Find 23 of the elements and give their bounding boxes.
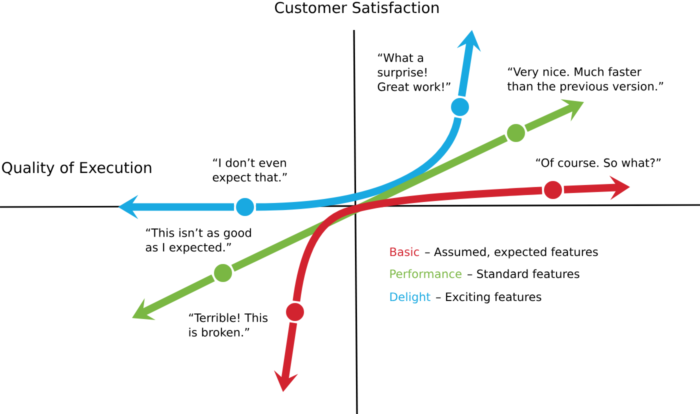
dot-marker bbox=[284, 301, 306, 323]
axis-label: Quality of Execution bbox=[2, 162, 152, 176]
quote: “This isn’t as good as I expected.” bbox=[146, 228, 251, 254]
dot-marker bbox=[505, 122, 527, 144]
dot-marker bbox=[212, 262, 234, 284]
curve-line bbox=[231, 134, 508, 272]
quote: “I don’t even expect that.” bbox=[212, 158, 287, 184]
legend-label: Performance bbox=[390, 269, 462, 278]
legend-text: – Assumed, expected features bbox=[425, 247, 598, 258]
axis-label: Customer Satisfaction bbox=[275, 2, 439, 14]
legend-text: – Exciting features bbox=[436, 292, 542, 304]
quote: “What a surprise! Great work!” bbox=[378, 53, 450, 92]
legend-text: – Standard features bbox=[468, 269, 580, 278]
dot-marker bbox=[234, 196, 256, 218]
legend-label: Basic bbox=[390, 247, 419, 256]
dot-marker bbox=[449, 96, 471, 118]
quote: “Terrible! This is broken.” bbox=[189, 313, 268, 337]
quote: “Very nice. Much faster than the previous version.” bbox=[508, 67, 664, 93]
curve-line bbox=[256, 116, 462, 211]
quote: “Of course. So what?” bbox=[536, 158, 661, 168]
legend-label: Delight bbox=[390, 292, 430, 304]
curve-line bbox=[292, 186, 542, 302]
dot-marker bbox=[542, 179, 564, 201]
